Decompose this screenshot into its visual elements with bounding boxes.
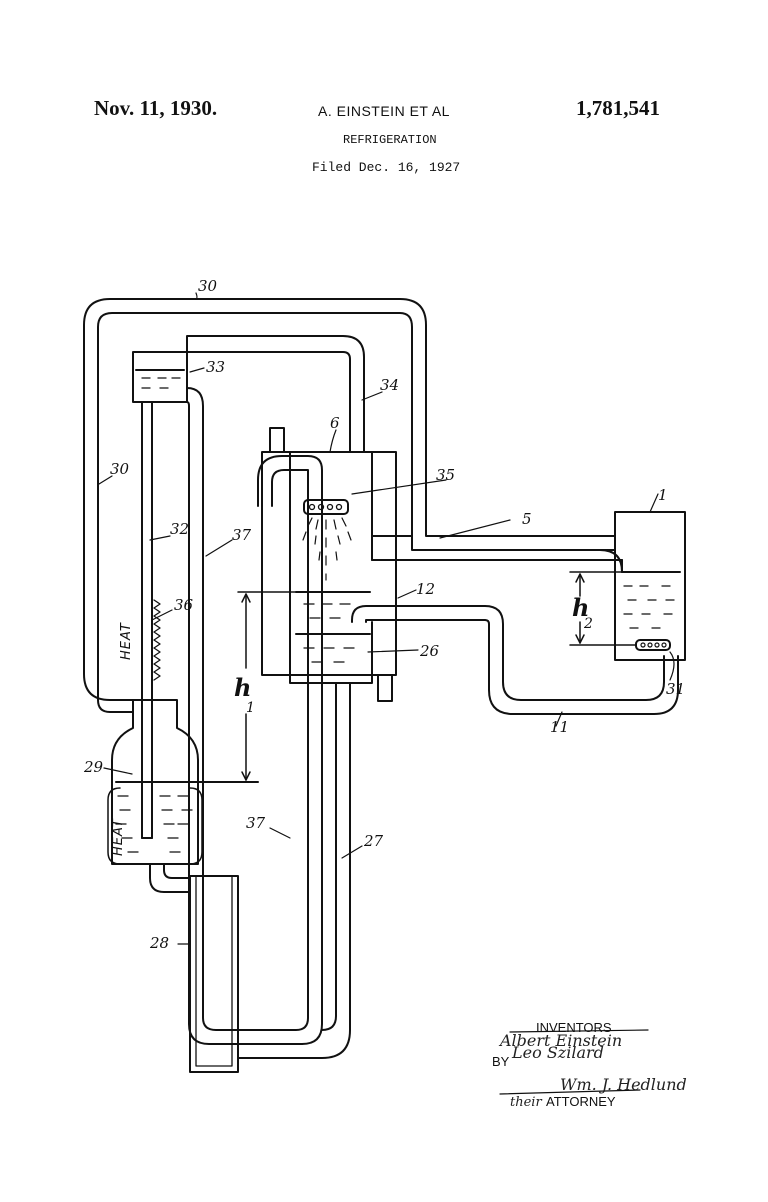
label-30-side: 30: [110, 460, 130, 478]
label-h1-sub: 1: [246, 700, 255, 716]
tube-32: [141, 401, 153, 839]
label-26: 26: [419, 642, 440, 660]
label-30: 30: [198, 277, 218, 295]
label-11: 11: [550, 718, 569, 736]
pipe-5: [371, 535, 623, 573]
connector-29-28: [149, 863, 191, 893]
inventor-1-signature: Albert Einstein: [498, 1031, 622, 1050]
label-36: 36: [174, 596, 194, 614]
inventor-2-signature: Leo Szilard: [511, 1043, 604, 1062]
attorney-prefix: their: [510, 1095, 542, 1110]
heater-36-icon: [153, 599, 161, 681]
heat-label-lower: HEAT: [111, 818, 126, 856]
label-1: 1: [658, 486, 668, 504]
label-h2: h: [572, 593, 589, 622]
spray-head-35: [302, 499, 352, 581]
pipe-37: [186, 387, 323, 1045]
label-12: 12: [416, 580, 435, 598]
pipe-12: [351, 605, 486, 623]
by-caption: BY: [492, 1054, 510, 1069]
signature-lines: [499, 1029, 649, 1095]
label-27: 27: [363, 832, 384, 850]
label-28: 28: [149, 934, 169, 952]
label-33: 33: [206, 358, 225, 376]
absorber-vessel-6: [261, 427, 397, 702]
label-32: 32: [170, 520, 189, 538]
dimension-h1: [237, 591, 297, 781]
patent-number: 1,781,541: [576, 96, 660, 120]
label-31: 31: [666, 680, 685, 698]
vessel-28: [189, 875, 239, 1073]
patent-inventor: A. EINSTEIN ET AL: [318, 103, 450, 119]
dimension-h2: [569, 571, 637, 646]
patent-title: REFRIGERATION: [343, 133, 437, 147]
filed-date: Filed Dec. 16, 1927: [312, 160, 461, 175]
label-5: 5: [522, 510, 532, 528]
label-h2-sub: 2: [583, 616, 593, 632]
label-37-lower: 37: [246, 814, 266, 832]
attorney-signature: Wm. J. Hedlund: [560, 1075, 687, 1094]
label-34: 34: [380, 376, 399, 394]
label-29: 29: [83, 758, 104, 776]
label-37: 37: [232, 526, 252, 544]
pipe-34: [186, 335, 365, 453]
label-6: 6: [330, 414, 340, 432]
inventors-caption: INVENTORS: [536, 1020, 612, 1035]
pipe-27: [237, 682, 351, 1059]
pipe-30: [83, 298, 616, 713]
heat-label-upper: HEAT: [119, 622, 134, 660]
label-h1: h: [234, 673, 251, 702]
vessel-33: [132, 351, 188, 403]
label-35: 35: [436, 466, 455, 484]
evaporator-1: [614, 511, 686, 661]
attorney-caption: ATTORNEY: [546, 1094, 616, 1109]
leader-lines: [98, 292, 675, 945]
patent-date: Nov. 11, 1930.: [94, 96, 218, 120]
pipe-11: [484, 605, 679, 715]
generator-29: [107, 699, 259, 865]
